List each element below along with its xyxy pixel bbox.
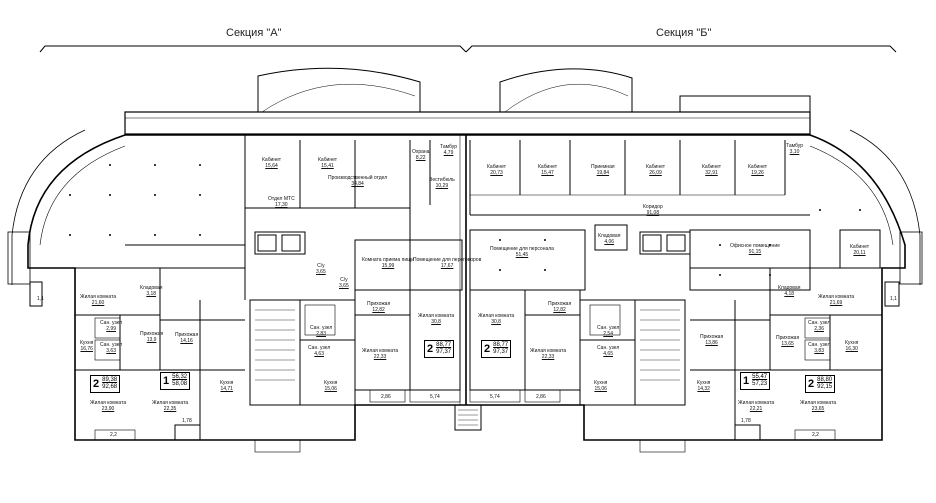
dimension-label: 1,1 <box>37 296 44 302</box>
dimension-label: 2,86 <box>381 394 391 400</box>
section-b-label: Секция "Б" <box>656 27 712 39</box>
dimension-label: 5,74 <box>490 394 500 400</box>
dimension-label: 1,1 <box>890 296 897 302</box>
section-a-label: Секция "А" <box>226 27 282 39</box>
dimension-label: 2,86 <box>536 394 546 400</box>
dimension-label: 1,78 <box>741 418 751 424</box>
dimension-label: 2,2 <box>812 432 819 438</box>
dimension-label: 5,74 <box>430 394 440 400</box>
dimension-label: 1,78 <box>182 418 192 424</box>
dimension-label: 2,2 <box>110 432 117 438</box>
